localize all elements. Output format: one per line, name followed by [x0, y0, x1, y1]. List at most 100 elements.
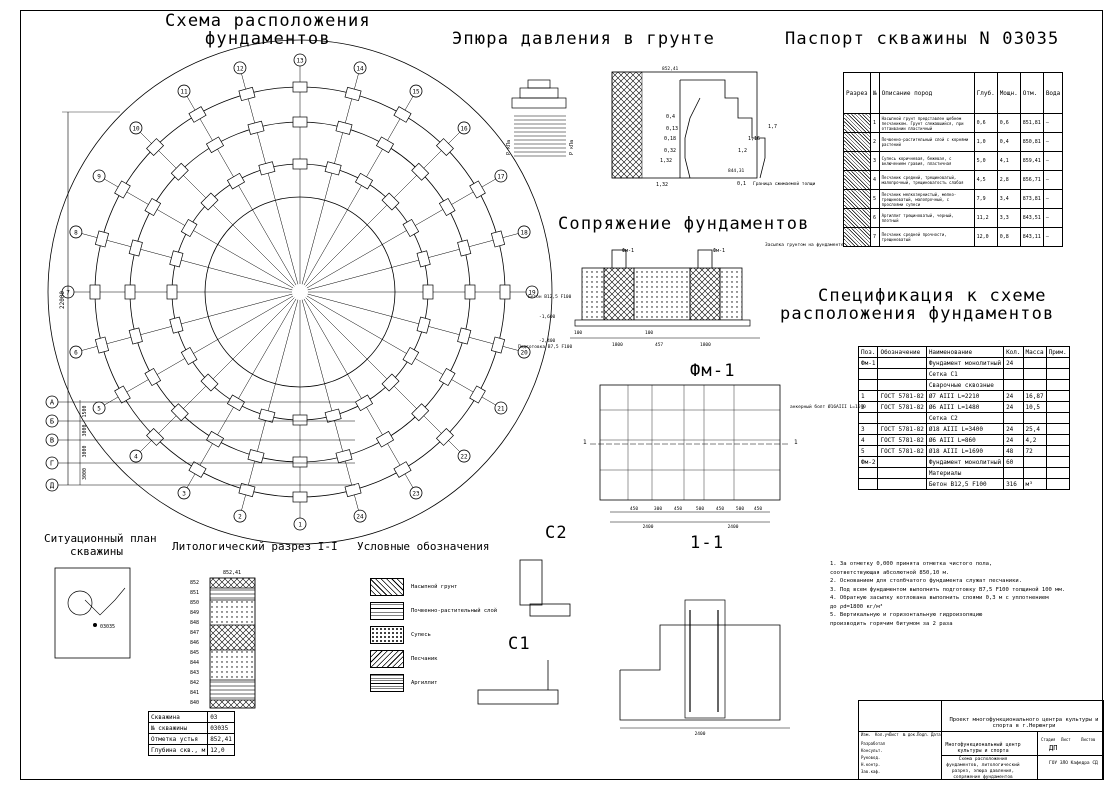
litho-depth: 846 [190, 640, 199, 646]
foundation-block [128, 239, 143, 257]
axis-letter-Д: Д [50, 482, 55, 490]
foundation-block [292, 456, 308, 468]
fm1-dim: 2400 [728, 524, 739, 530]
passport-cell: 856,71 [1019, 170, 1044, 190]
table-cell: 25,4 [1022, 423, 1047, 435]
axis-leader [355, 73, 359, 85]
radial-axis [92, 236, 293, 291]
passport-header: Разрез [843, 72, 871, 114]
epure-foundation-sketch [519, 87, 559, 99]
conjugation-dim: 1800 [612, 342, 623, 348]
axis-leader [140, 443, 149, 452]
radial-axis [147, 139, 295, 287]
axis-bubble [457, 121, 471, 135]
stamp-col-label: Подп. [917, 732, 930, 737]
epure-value: 1,32 [660, 158, 672, 164]
epure-value: 1,16 [748, 136, 760, 142]
table-cell: Ø18 АIII L=3400 [925, 423, 1005, 435]
axis-leader [355, 499, 359, 511]
axis-bubble [409, 486, 423, 500]
table-cell: Фундамент монолитный [925, 357, 1005, 369]
table-cell: 24 [1003, 390, 1024, 402]
axis-leader [451, 132, 460, 141]
conjugation-foundation [603, 267, 635, 321]
spec-title-line2: расположения фундаментов [780, 304, 1055, 324]
table-cell: Ø18 АIII L=1690 [925, 445, 1005, 457]
c2-mesh [519, 559, 543, 606]
section-foundation [619, 624, 781, 721]
ring-dimension: 3000 [82, 424, 88, 436]
table-header: Кол. [1003, 346, 1024, 358]
axis-number-14: 14 [356, 65, 364, 72]
legend-item: Аргиллит [370, 671, 497, 695]
litho-depth: 848 [190, 620, 199, 626]
table-cell: ГОСТ 5781-82 [877, 390, 927, 402]
axis-leader [507, 233, 519, 237]
axis-leader [507, 347, 519, 351]
fm1-dim: 450 [754, 506, 762, 512]
passport-cell: 843,51 [1019, 208, 1044, 228]
table-row: Сварочные сквозные [857, 379, 1070, 391]
passport-cell: 1,0 [973, 132, 998, 152]
borehole-label: 03035 [100, 624, 115, 630]
legend-title: Условные обозначения [357, 540, 490, 553]
foundation-block [146, 427, 165, 446]
axis-number-3: 3 [182, 490, 186, 497]
passport-cell: 5 [870, 189, 880, 209]
note-line: 3. Под всем фундаментом выполнить подгот… [830, 586, 1066, 593]
conjugation-label: Подготовка В7,5 F100 [518, 344, 572, 350]
note-line: соответствующая абсолютной 850,10 м. [830, 569, 950, 576]
table-cell [877, 412, 927, 424]
foundation-block [375, 430, 395, 448]
table-header: Наименование [925, 346, 1005, 358]
note-line: до ρd=1800 кг/м³ [830, 603, 883, 610]
plan-ring [47, 39, 553, 545]
table-cell: Материалы [925, 467, 1005, 479]
axis-bubble [293, 517, 307, 531]
foundation-block [469, 385, 486, 404]
passport-cell: 5,0 [973, 151, 998, 171]
plan-title-line1: Схема расположения [165, 11, 371, 31]
table-cell: Глубина скв., м [147, 744, 209, 756]
table-cell: № скважины [147, 722, 209, 734]
table-cell: 3 [857, 423, 879, 435]
radial-axis [303, 298, 408, 479]
stamp-col-label: № док. [903, 732, 918, 737]
legend-swatch [370, 650, 404, 668]
radial-axis [301, 84, 356, 285]
axis-number-19: 19 [528, 290, 536, 297]
ring-dimension: 3000 [82, 445, 88, 457]
note-line: 2. Основанием для столбчатого фундамента… [830, 578, 1023, 584]
passport-cell: 3,4 [996, 189, 1021, 209]
axis-leader [186, 478, 193, 488]
foundation-block [411, 403, 430, 422]
litho-layer [209, 679, 256, 701]
table-cell: 4,2 [1022, 434, 1047, 446]
foundation-block [188, 461, 207, 478]
table-cell [857, 478, 879, 490]
passport-soil-column [843, 132, 871, 152]
passport-cell: 4,1 [996, 151, 1021, 171]
foundation-block [324, 408, 342, 423]
stamp-role-label: Разработал [861, 741, 886, 746]
foundation-block [258, 161, 276, 176]
axis-number-4: 4 [134, 454, 138, 461]
foundation-block [169, 250, 184, 268]
table-cell: 24 [1003, 401, 1024, 413]
foundation-block [292, 81, 308, 93]
table-cell [1045, 445, 1070, 457]
table-cell: ГОСТ 5781-82 [877, 434, 927, 446]
passport-cell: 851,81 [1019, 113, 1044, 133]
foundation-block [457, 239, 472, 257]
epure-pressure-label: Р кПа [569, 140, 575, 155]
conjugation-column [611, 249, 627, 269]
